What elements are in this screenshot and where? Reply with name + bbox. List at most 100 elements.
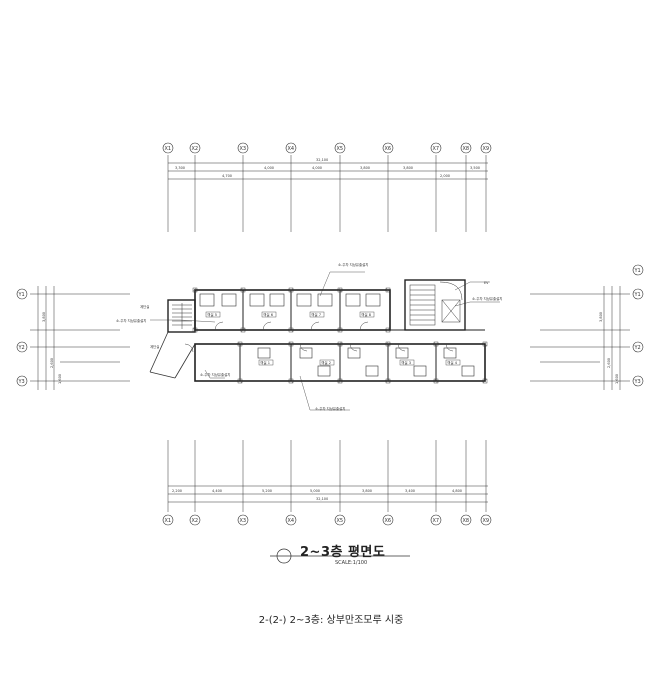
svg-text:X9: X9 bbox=[483, 518, 490, 524]
grid-bubble: X8 bbox=[460, 514, 472, 526]
svg-text:Y3: Y3 bbox=[18, 379, 25, 385]
grid-bubble: Y1 bbox=[16, 288, 28, 300]
room-label: 객실 2 bbox=[321, 360, 331, 365]
svg-text:Y2: Y2 bbox=[634, 345, 641, 351]
svg-text:Y3: Y3 bbox=[634, 379, 641, 385]
bottom-grid-bubbles: X1 X2 X3 X4 X5 X6 X7 X8 X9 bbox=[162, 514, 492, 526]
dim-bottom: 3,800 bbox=[362, 489, 372, 493]
right-grid-bubbles: Y1 Y1 Y2 Y3 bbox=[632, 264, 644, 387]
svg-text:2,600: 2,600 bbox=[50, 358, 54, 368]
dim-top: 3,500 bbox=[470, 166, 480, 170]
grid-bubble: Y3 bbox=[632, 375, 644, 387]
svg-text:X6: X6 bbox=[385, 518, 392, 524]
top-dimension-labels: 32,100 3,300 4,700 4,000 4,000 3,800 3,8… bbox=[175, 158, 480, 178]
annotation-notes: 소-주차 지상유출설치 소-주차 지상유출설치 소-주차 지상유출설치 소-주차… bbox=[116, 262, 502, 411]
left-dimensions bbox=[37, 286, 55, 390]
svg-text:1,600: 1,600 bbox=[615, 374, 619, 384]
top-grid-bubbles: X1 X2 X3 X4 X5 X6 X7 X8 X9 bbox=[162, 142, 492, 154]
note-text: 소-주차 지상유출설치 bbox=[200, 372, 230, 377]
grid-bubble: Y1 bbox=[632, 288, 644, 300]
room-label: 객실 4 bbox=[447, 360, 458, 365]
room-label: 객실 6 bbox=[263, 312, 274, 317]
svg-text:X9: X9 bbox=[483, 146, 490, 152]
dim-bottom: 4,400 bbox=[212, 489, 222, 493]
grid-bubble: X7 bbox=[430, 514, 442, 526]
svg-text:X2: X2 bbox=[192, 146, 199, 152]
grid-bubble: X4 bbox=[285, 142, 297, 154]
column-grid-lines bbox=[167, 155, 487, 512]
entry-ramp bbox=[149, 331, 196, 379]
svg-text:X2: X2 bbox=[192, 518, 199, 524]
svg-text:X3: X3 bbox=[240, 146, 247, 152]
grid-bubble: X6 bbox=[382, 142, 394, 154]
grid-bubble: Y2 bbox=[16, 341, 28, 353]
svg-text:X7: X7 bbox=[433, 518, 440, 524]
drawing-title: 2~3층 평면도 bbox=[300, 545, 386, 560]
top-dimensions bbox=[168, 162, 488, 180]
grid-bubble: X9 bbox=[480, 142, 492, 154]
left-grid-bubbles: Y1 Y2 Y3 bbox=[16, 288, 28, 387]
svg-text:X5: X5 bbox=[337, 518, 344, 524]
svg-text:X3: X3 bbox=[240, 518, 247, 524]
svg-text:1,600: 1,600 bbox=[58, 374, 62, 384]
grid-bubble: X1 bbox=[162, 142, 174, 154]
svg-text:Y1: Y1 bbox=[634, 292, 641, 298]
bottom-dimensions bbox=[168, 485, 488, 503]
right-dimensions bbox=[603, 286, 621, 390]
row-grid-lines bbox=[30, 293, 630, 382]
stair-note: 계단실 bbox=[150, 344, 159, 349]
dim-top: 3,300 bbox=[175, 166, 185, 170]
room-label: 객실 3 bbox=[401, 360, 411, 365]
stair-note: 계단실 bbox=[140, 304, 149, 309]
svg-text:X6: X6 bbox=[385, 146, 392, 152]
bottom-dimension-labels: 2,200 4,400 5,200 5,000 3,800 3,400 4,80… bbox=[172, 489, 462, 501]
grid-bubble: Y1 bbox=[632, 264, 644, 276]
room-label: 객실 8 bbox=[361, 312, 372, 317]
grid-bubble: X8 bbox=[460, 142, 472, 154]
room-label: 객실 1 bbox=[260, 360, 270, 365]
ev-note: EV bbox=[484, 281, 489, 285]
dim-overall-top: 32,100 bbox=[316, 158, 328, 162]
svg-text:X8: X8 bbox=[463, 146, 470, 152]
structural-columns bbox=[192, 287, 488, 384]
right-stair bbox=[409, 281, 463, 326]
svg-text:3,800: 3,800 bbox=[42, 312, 46, 322]
svg-text:X5: X5 bbox=[337, 146, 344, 152]
grid-bubble: X2 bbox=[189, 142, 201, 154]
svg-text:X8: X8 bbox=[463, 518, 470, 524]
grid-bubble: Y2 bbox=[632, 341, 644, 353]
svg-text:Y1: Y1 bbox=[634, 268, 641, 274]
figure-caption: 2-(2-) 2~3층: 상부만조모루 시중 bbox=[258, 615, 404, 626]
bathrooms-lower bbox=[257, 347, 475, 377]
room-labels: 객실 5 객실 6 객실 7 객실 8 객실 1 객실 2 객실 3 객실 4 bbox=[205, 311, 461, 366]
right-dimension-labels: 3,800 2,600 1,600 bbox=[599, 312, 619, 384]
note-text: 소-주차 지상유출설치 bbox=[315, 406, 345, 411]
title-mark bbox=[270, 548, 410, 564]
svg-text:X1: X1 bbox=[165, 518, 172, 524]
dim-top: 4,000 bbox=[312, 166, 322, 170]
note-text: 소-주차 지상유출설치 bbox=[116, 318, 146, 323]
room-label: 객실 7 bbox=[311, 312, 321, 317]
dim-top: 3,800 bbox=[403, 166, 413, 170]
left-dimension-labels: 3,800 2,600 1,600 bbox=[42, 312, 62, 384]
grid-bubble: X6 bbox=[382, 514, 394, 526]
grid-bubble: X1 bbox=[162, 514, 174, 526]
left-stair bbox=[172, 303, 192, 329]
dim-top: 4,700 bbox=[222, 174, 232, 178]
dim-top: 2,000 bbox=[440, 174, 450, 178]
svg-text:2,600: 2,600 bbox=[607, 358, 611, 368]
grid-bubble: X9 bbox=[480, 514, 492, 526]
grid-bubble: X3 bbox=[237, 142, 249, 154]
grid-bubble: Y3 bbox=[16, 375, 28, 387]
grid-bubble: X5 bbox=[334, 514, 346, 526]
svg-text:X4: X4 bbox=[288, 146, 295, 152]
door-swings bbox=[184, 321, 454, 353]
drawing-scale: SCALE:1/100 bbox=[335, 560, 368, 566]
svg-text:X1: X1 bbox=[165, 146, 172, 152]
grid-bubble: X2 bbox=[189, 514, 201, 526]
svg-text:3,800: 3,800 bbox=[599, 312, 603, 322]
grid-bubble: X3 bbox=[237, 514, 249, 526]
svg-text:Y2: Y2 bbox=[18, 345, 25, 351]
svg-text:X4: X4 bbox=[288, 518, 295, 524]
